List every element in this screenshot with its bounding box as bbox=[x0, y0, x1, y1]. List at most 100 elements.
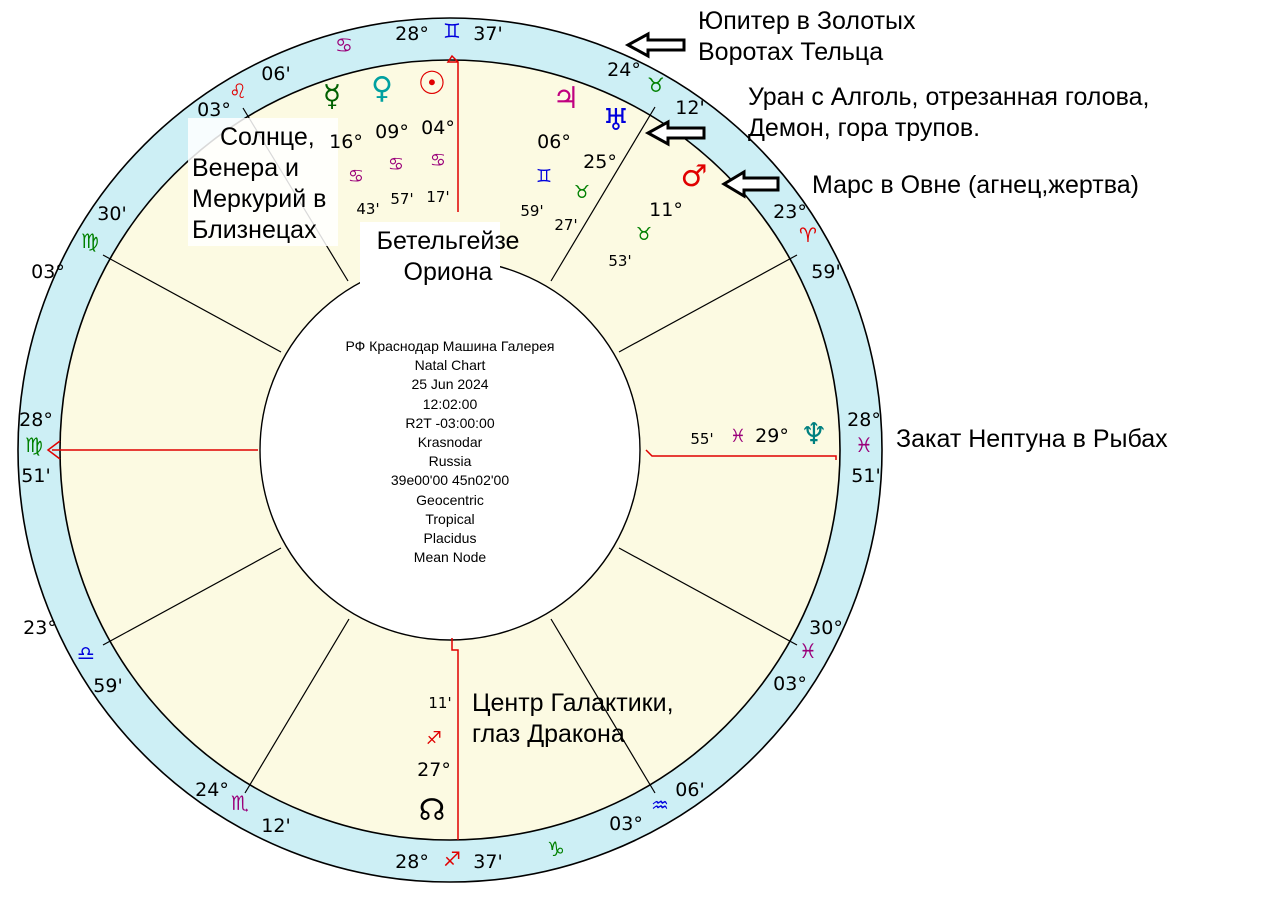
uranus-sign-glyph: ♉ bbox=[574, 182, 590, 203]
arrow-uranus bbox=[644, 119, 706, 147]
cusp-degree: 24° bbox=[607, 59, 641, 81]
mean-node-minute: 11' bbox=[428, 694, 451, 712]
annotation-betelgeuse: Бетельгейзе Ориона bbox=[370, 226, 526, 288]
cusp-minute: 03° bbox=[773, 673, 807, 695]
neptune-minute: 55' bbox=[690, 430, 713, 448]
cusp-minute: 06' bbox=[675, 779, 704, 801]
cusp-minute: 37' bbox=[473, 23, 502, 45]
uranus-glyph: ♅ bbox=[603, 103, 630, 138]
cusp-minute: 51' bbox=[851, 465, 880, 487]
sign-glyph: ♓ bbox=[855, 433, 873, 457]
annotation-line: Бетельгейзе bbox=[376, 227, 520, 255]
arrow-mars bbox=[721, 169, 780, 199]
annotation-jupiter: Юпитер в Золотых Воротах Тельца bbox=[698, 6, 916, 68]
neptune-sign-glyph: ♓ bbox=[730, 426, 746, 447]
mean-node-sign-glyph: ♐ bbox=[426, 728, 442, 749]
cusp-line-6 bbox=[618, 547, 798, 646]
cusp-degree: 23° bbox=[773, 201, 807, 223]
sign-glyph: ♐ bbox=[443, 847, 461, 871]
cusp-degree: 28° bbox=[847, 409, 881, 431]
cusp-minute: 59' bbox=[93, 675, 122, 697]
venus-minute: 57' bbox=[390, 190, 413, 208]
chart-glyphs: 28°♍51'23°♎59'24°♏12'28°♐37'03°♒06'♑30°♓… bbox=[19, 19, 881, 873]
annotation-line: глаз Дракона bbox=[472, 720, 625, 748]
annotation-neptune: Закат Нептуна в Рыбах bbox=[896, 425, 1168, 453]
neptune-glyph: ♆ bbox=[801, 417, 828, 452]
cusp-minute: 12' bbox=[261, 815, 290, 837]
cusp-degree: 03° bbox=[197, 99, 231, 121]
cusp-line-5 bbox=[550, 618, 656, 794]
annotation-mars: Марс в Овне (агнец,жертва) bbox=[812, 171, 1139, 199]
annotation-uranus: Уран с Алголь, отрезанная голова, Демон,… bbox=[748, 82, 1149, 144]
chart-title: РФ Краснодар Машина Галерея bbox=[345, 338, 555, 354]
annotation-line: Ориона bbox=[403, 258, 493, 286]
info-line: R2T -03:00:00 bbox=[405, 414, 495, 431]
descendant-line bbox=[645, 449, 837, 460]
cusp-degree: 28° bbox=[395, 851, 429, 873]
cusp-minute: 51' bbox=[21, 465, 50, 487]
chart-info: РФ Краснодар Машина Галерея Natal Chart … bbox=[330, 337, 570, 567]
info-line: 12:02:00 bbox=[422, 395, 478, 412]
jupiter-glyph: ♃ bbox=[553, 81, 580, 116]
cusp-degree: 30° bbox=[809, 617, 843, 639]
cusp-minute: 37' bbox=[473, 851, 502, 873]
info-line: Geocentric bbox=[416, 491, 484, 508]
sign-glyph: ♍ bbox=[25, 433, 43, 457]
venus-sign-glyph: ♋ bbox=[388, 154, 404, 175]
midheaven-line bbox=[446, 54, 459, 212]
axes bbox=[46, 54, 837, 840]
info-line: Russia bbox=[428, 453, 472, 470]
annotation-sun-group: Солнце, Венера и Меркурий в Близнецах bbox=[192, 122, 326, 246]
betelgeuse-mask bbox=[360, 222, 500, 290]
cusp-line-3 bbox=[244, 618, 350, 794]
info-line: Placidus bbox=[423, 530, 477, 547]
cusp-degree: 28° bbox=[19, 409, 53, 431]
cusp-minute: 59' bbox=[811, 261, 840, 283]
annotation-line: Венера и bbox=[192, 154, 300, 182]
sign-glyph: ♉ bbox=[647, 73, 665, 97]
cusp-degree: 23° bbox=[23, 617, 57, 639]
jupiter-sign-glyph: ♊ bbox=[536, 166, 552, 187]
sign-glyph: ♈ bbox=[799, 223, 817, 247]
cusp-minute: 06' bbox=[261, 63, 290, 85]
cusp-line-2 bbox=[102, 547, 282, 646]
cusp-line-8 bbox=[618, 254, 798, 353]
mean-node-degree: 27° bbox=[417, 759, 451, 781]
cusp-line-12 bbox=[102, 254, 282, 353]
sun-minute: 17' bbox=[426, 188, 449, 206]
sun-group-mask bbox=[188, 118, 338, 246]
annotation-line: Юпитер в Золотых bbox=[698, 7, 916, 35]
cusp-minute: 12' bbox=[675, 97, 704, 119]
mars-degree: 11° bbox=[649, 199, 683, 221]
sign-glyph: ♋ bbox=[335, 33, 353, 57]
sign-glyph: ♑ bbox=[547, 837, 565, 861]
neptune-degree: 29° bbox=[755, 425, 789, 447]
sign-glyph: ♌ bbox=[229, 79, 247, 103]
mercury-glyph: ☿ bbox=[323, 79, 341, 114]
annotation-line: Уран с Алголь, отрезанная голова, bbox=[748, 83, 1150, 111]
ascendant-arrow bbox=[46, 440, 61, 460]
info-line: Natal Chart bbox=[414, 357, 486, 374]
annotation-line: Солнце, bbox=[220, 123, 315, 151]
cusp-minute: 03° bbox=[31, 261, 65, 283]
mercury-minute: 43' bbox=[356, 200, 379, 218]
pointer-arrows bbox=[624, 31, 780, 199]
mars-glyph: ♂ bbox=[681, 159, 708, 194]
mars-sign-glyph: ♉ bbox=[636, 224, 652, 245]
info-line: Mean Node bbox=[413, 549, 487, 566]
jupiter-minute: 59' bbox=[520, 202, 543, 220]
mercury-sign-glyph: ♋ bbox=[348, 166, 364, 187]
info-line: 25 Jun 2024 bbox=[411, 376, 489, 393]
mars-minute: 53' bbox=[608, 252, 631, 270]
cusp-degree: 30' bbox=[97, 203, 126, 225]
mean-node-glyph: ☊ bbox=[419, 793, 446, 828]
annotation-line: Центр Галактики, bbox=[472, 689, 674, 717]
jupiter-degree: 06° bbox=[537, 131, 571, 153]
sun-glyph: ☉ bbox=[418, 64, 447, 102]
annotation-line: Демон, гора трупов. bbox=[748, 114, 981, 142]
venus-degree: 09° bbox=[375, 121, 409, 143]
info-line: Tropical bbox=[425, 510, 475, 527]
sign-glyph: ♏ bbox=[231, 791, 249, 815]
uranus-minute: 27' bbox=[554, 216, 577, 234]
sign-glyph: ♓ bbox=[799, 639, 817, 663]
